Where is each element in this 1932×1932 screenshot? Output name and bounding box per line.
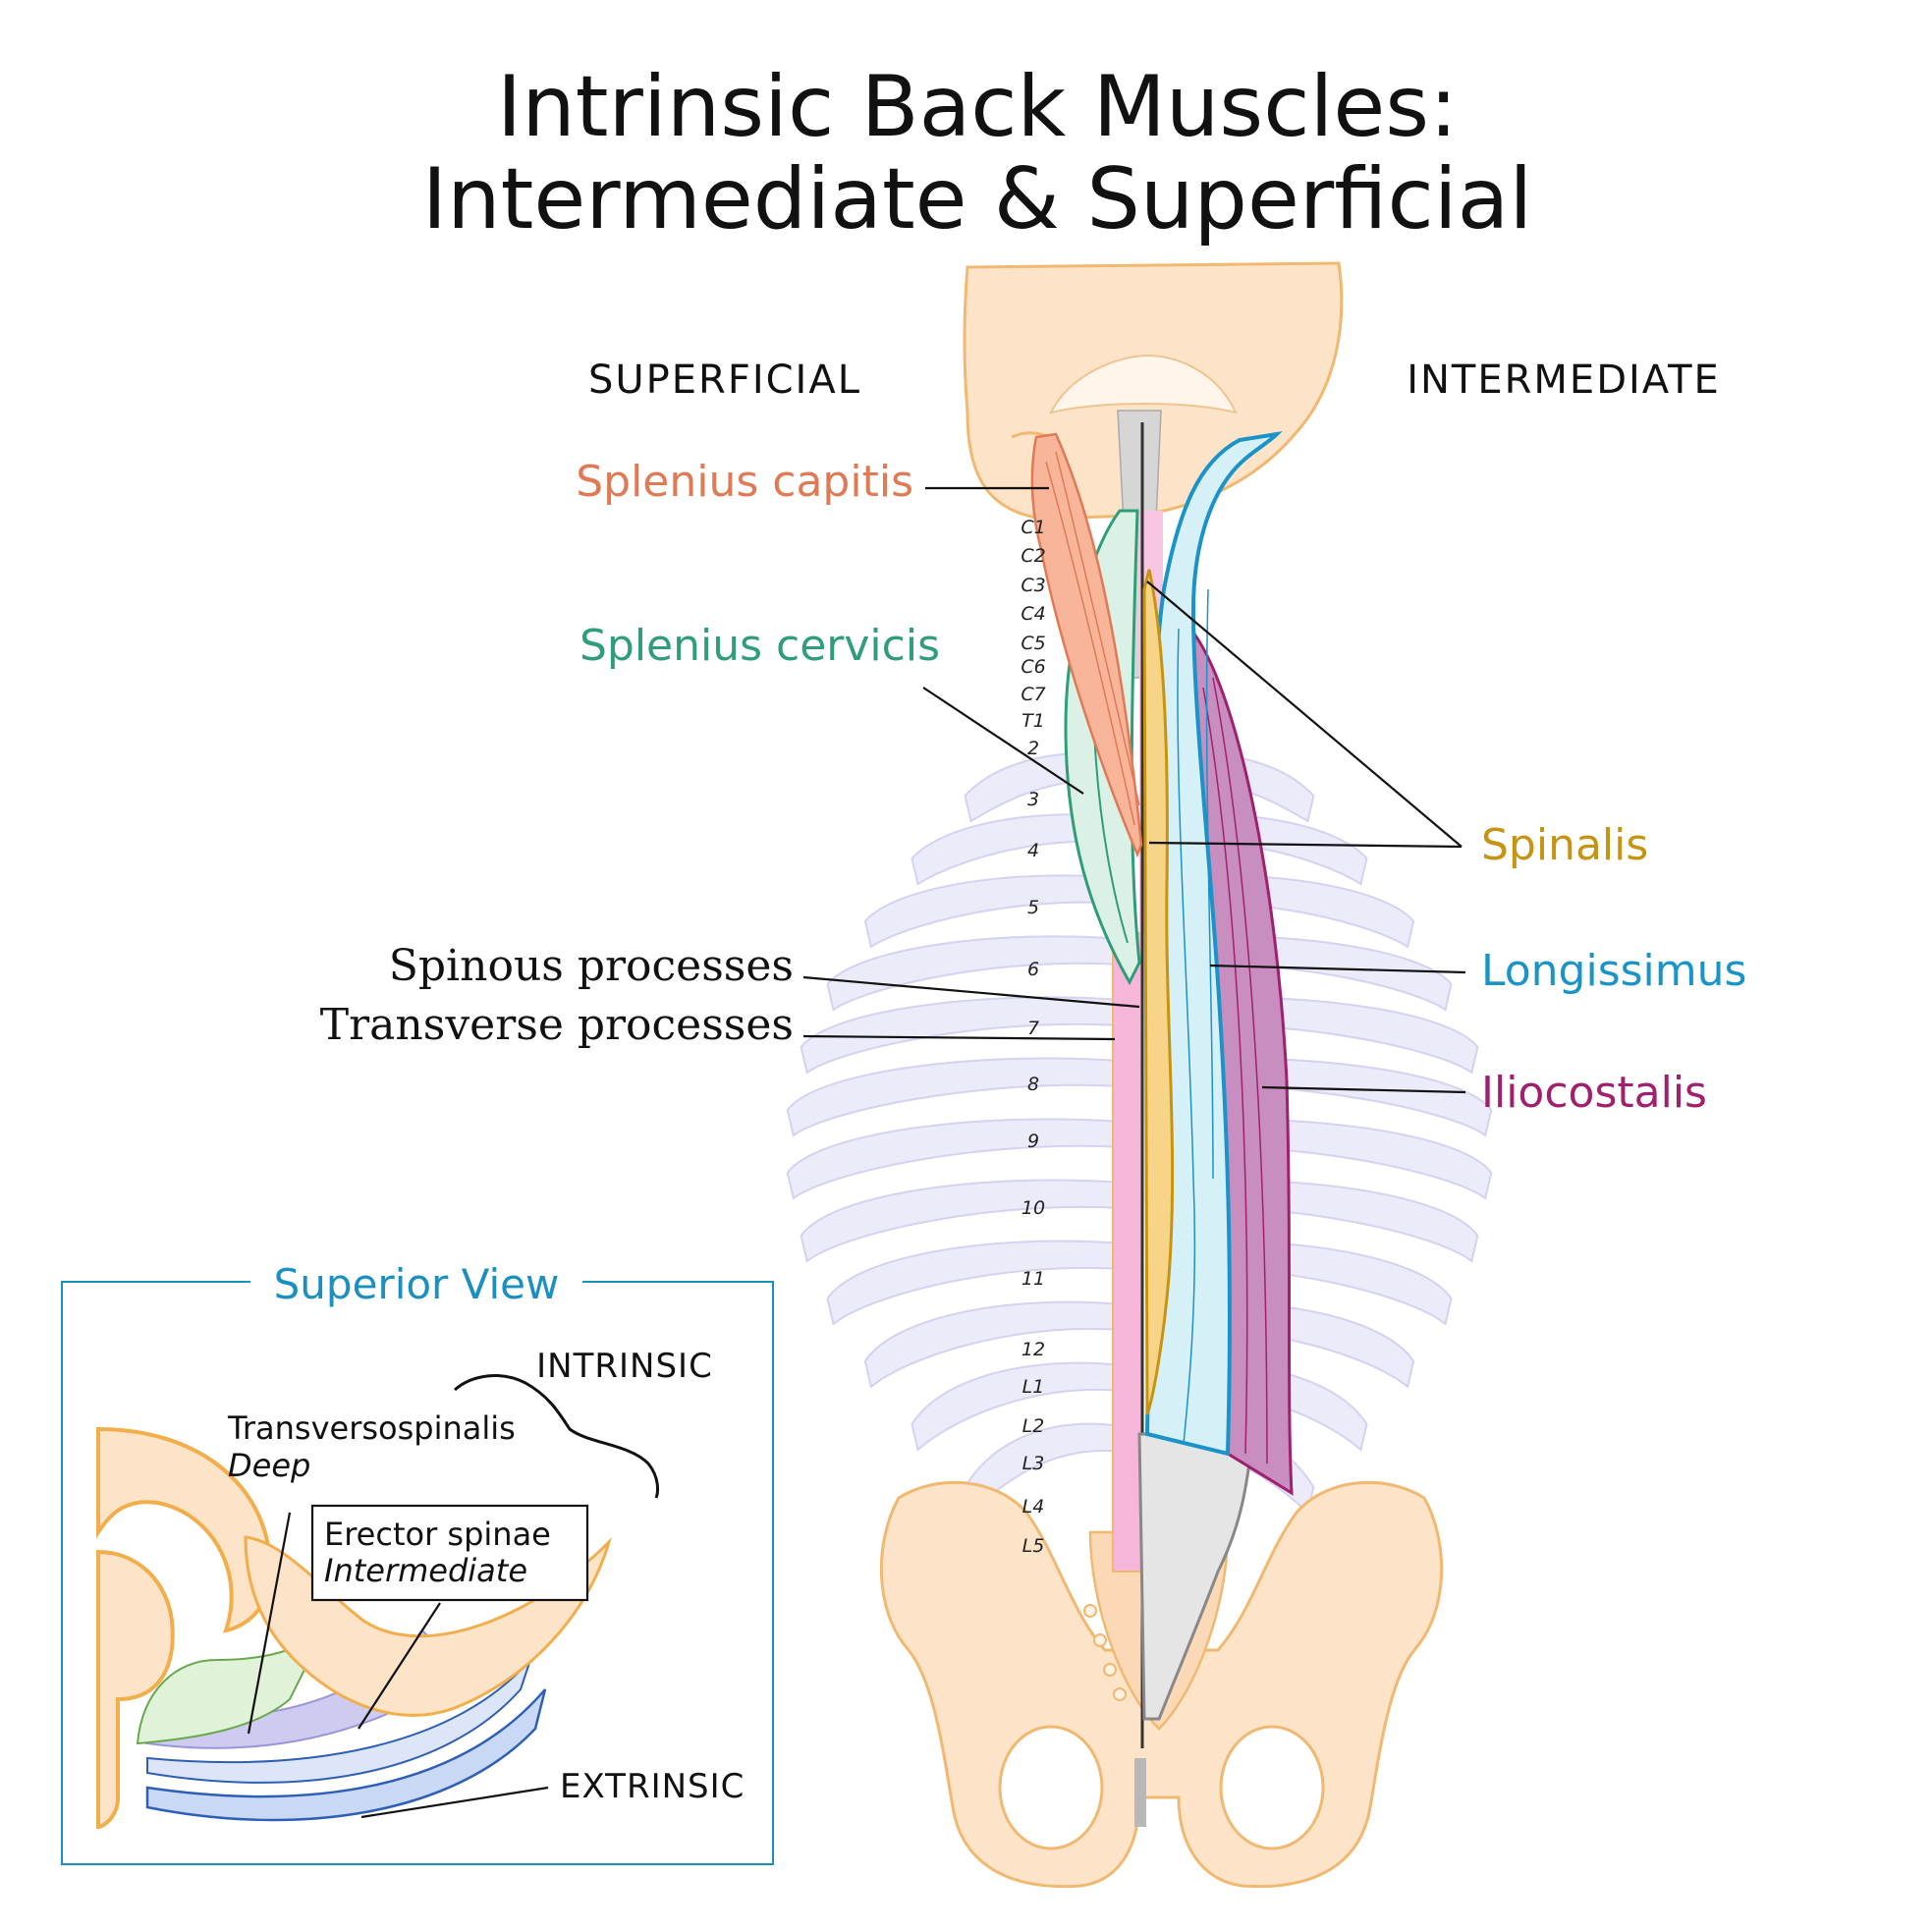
vertebra-label-c2: C2 <box>1021 545 1045 567</box>
inset-erector-spinae-label: Erector spinae <box>324 1516 551 1553</box>
title-line-1: Intrinsic Back Muscles: <box>497 58 1458 156</box>
superficial-heading: Superficial <box>588 358 861 403</box>
spinalis-leader-upper <box>1146 580 1463 848</box>
rib-left-4 <box>826 935 1123 1012</box>
title-line-2: Intermediate & Superficial <box>422 150 1532 248</box>
vertebra-label-7: 7 <box>1027 1018 1039 1039</box>
splenius-cervicis-leader <box>922 687 1084 795</box>
vertebra-label-t1: T1 <box>1021 710 1045 732</box>
vertebra-label-c6: C6 <box>1021 656 1045 678</box>
vertebra-label-c1: C1 <box>1021 517 1045 538</box>
rib-left-11 <box>911 1361 1123 1452</box>
vertebra-label-2: 2 <box>1027 738 1039 759</box>
vertebra-label-5: 5 <box>1027 897 1039 918</box>
erector-spinae-leader <box>358 1602 441 1730</box>
longissimus-label: Longissimus <box>1481 946 1746 996</box>
vertebra-label-l5: L5 <box>1022 1535 1045 1557</box>
inset-deep-label: Deep <box>228 1447 310 1484</box>
splenius-capitis-label: Splenius capitis <box>576 457 913 507</box>
vertebra-label-11: 11 <box>1021 1268 1045 1290</box>
intermediate-heading: Intermediate <box>1407 358 1721 403</box>
spinalis-muscle <box>1142 569 1175 1415</box>
vertebra-label-10: 10 <box>1021 1197 1045 1219</box>
rib-left-9 <box>826 1240 1123 1326</box>
spinous-processes-label: Spinous processes <box>389 941 794 991</box>
vertebra-label-3: 3 <box>1027 789 1039 810</box>
splenius-cervicis-label: Splenius cervicis <box>580 621 940 671</box>
vertebra-label-4: 4 <box>1027 840 1039 861</box>
rib-left-6 <box>786 1057 1123 1137</box>
transverse-processes-leader <box>802 1034 1116 1041</box>
spinous-processes-leader <box>802 975 1140 1009</box>
spinalis-leader-lower <box>1148 841 1463 849</box>
inset-vertebral-body <box>96 1426 273 1633</box>
vertebra-label-l1: L1 <box>1022 1376 1045 1398</box>
vertebra-label-12: 12 <box>1021 1339 1045 1360</box>
inset-extrinsic-label: Extrinsic <box>560 1767 745 1806</box>
inset-transversospinalis-label: Transversospinalis <box>227 1409 516 1447</box>
inset-extrinsic-layer <box>145 1688 547 1822</box>
iliocostalis-leader <box>1261 1085 1466 1094</box>
transverse-processes-label: Transverse processes <box>320 1000 794 1050</box>
vertebra-label-8: 8 <box>1027 1074 1039 1095</box>
vertebra-label-c5: C5 <box>1021 633 1045 654</box>
iliocostalis-label: Iliocostalis <box>1481 1068 1707 1118</box>
vertebra-label-c3: C3 <box>1021 575 1045 596</box>
intrinsic-brace <box>454 1374 660 1499</box>
inset-frame <box>61 1281 774 1865</box>
rib-left-8 <box>800 1179 1123 1263</box>
vertebra-label-l3: L3 <box>1022 1453 1045 1474</box>
vertebra-label-c4: C4 <box>1021 603 1045 625</box>
vertebra-label-c7: C7 <box>1021 684 1045 705</box>
inset-spinous-process <box>96 1549 175 1830</box>
vertebra-label-6: 6 <box>1027 959 1039 980</box>
rib-left-2 <box>911 813 1123 886</box>
inset-title: Superior View <box>274 1260 560 1308</box>
rib-left-5 <box>800 996 1123 1075</box>
splenius-capitis-muscle <box>1030 432 1143 858</box>
extrinsic-leader <box>360 1786 549 1819</box>
inset-transverse-process <box>244 1535 613 1717</box>
rib-left-3 <box>863 874 1123 949</box>
superior-view-inset: Superior View Intrinsic Transversospinal… <box>61 1260 774 1865</box>
vertebra-label-l2: L2 <box>1022 1415 1045 1437</box>
vertebra-label-9: 9 <box>1027 1131 1039 1152</box>
transversospinalis-leader <box>247 1512 292 1735</box>
inset-intermediate-label: Intermediate <box>324 1552 527 1589</box>
erector-spinae-callout-box <box>310 1504 589 1602</box>
vertebra-label-l4: L4 <box>1022 1496 1045 1518</box>
spinalis-label: Spinalis <box>1481 820 1648 870</box>
inset-intrinsic-label: Intrinsic <box>536 1347 713 1386</box>
longissimus-leader <box>1209 964 1466 974</box>
rib-left-10 <box>863 1300 1123 1389</box>
rib-left-7 <box>786 1118 1123 1200</box>
